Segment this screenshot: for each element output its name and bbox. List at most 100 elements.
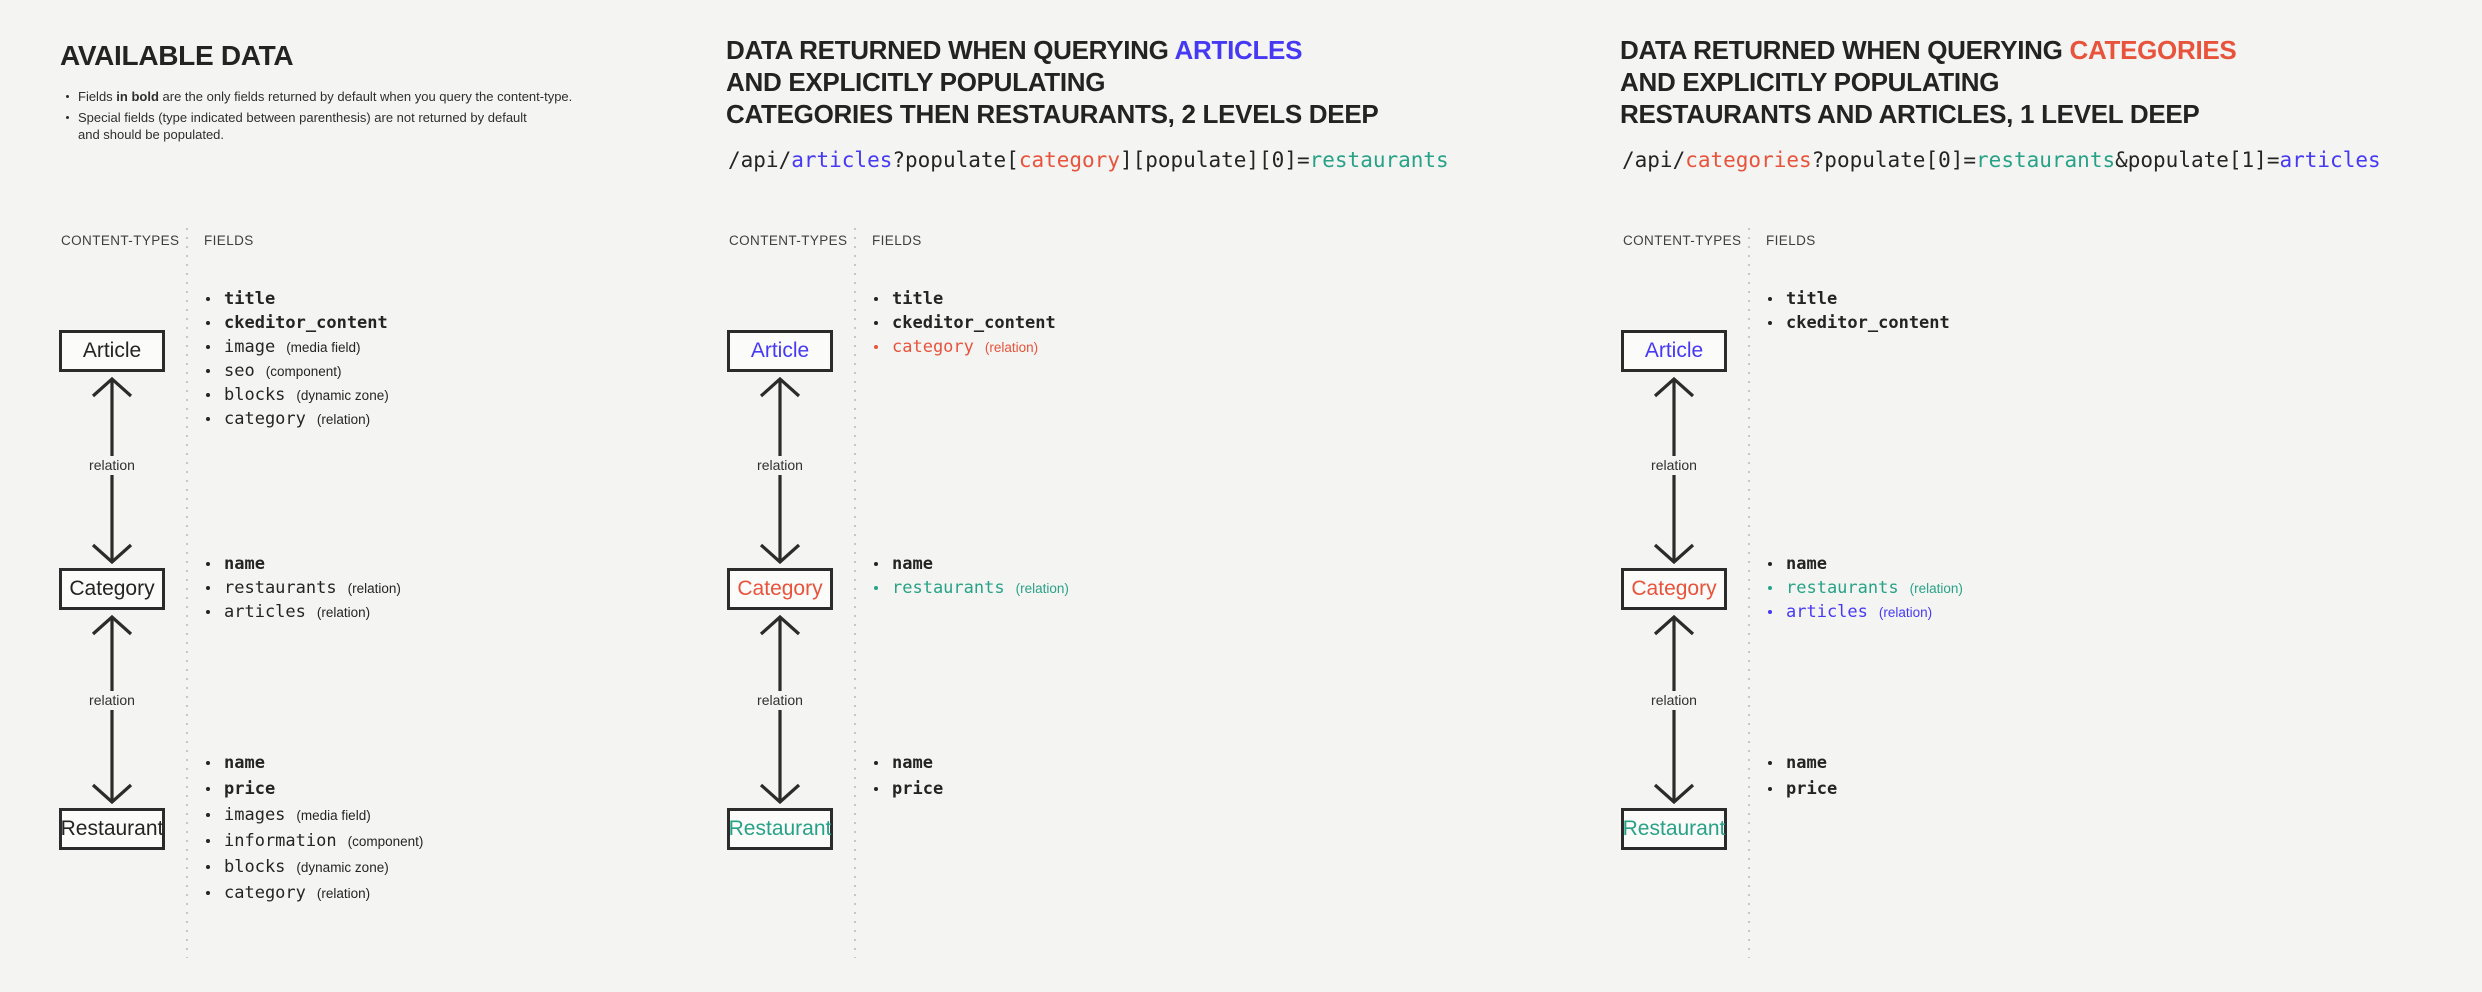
content-type-box-category: Category bbox=[59, 568, 165, 610]
code-segment: categories bbox=[1685, 148, 1812, 172]
field-type-note: (relation) bbox=[1878, 604, 1933, 620]
field-row: restaurants (relation) bbox=[206, 576, 401, 600]
bullet-icon bbox=[206, 787, 210, 791]
panel-title: DATA RETURNED WHEN QUERYING ARTICLES AND… bbox=[726, 34, 1379, 130]
content-type-box-restaurant: Restaurant bbox=[727, 808, 833, 850]
content-type-label: Category bbox=[737, 577, 823, 600]
accent-word: CATEGORIES bbox=[2069, 35, 2237, 65]
bullet-icon bbox=[206, 610, 210, 614]
column-label-content-types: CONTENT-TYPES bbox=[729, 233, 848, 248]
field-name: name bbox=[1786, 753, 1827, 773]
field-row: name bbox=[874, 750, 943, 776]
field-name: title bbox=[224, 289, 276, 309]
field-name: ckeditor_content bbox=[892, 313, 1056, 333]
bullet-icon bbox=[874, 345, 878, 349]
bullet-icon bbox=[1768, 586, 1772, 590]
content-type-box-category: Category bbox=[727, 568, 833, 610]
content-type-label: Article bbox=[1644, 339, 1704, 362]
content-type-label: Article bbox=[82, 339, 142, 362]
bullet-icon bbox=[206, 345, 210, 349]
panel-title-line: DATA RETURNED WHEN QUERYING ARTICLES bbox=[726, 35, 1303, 65]
field-type-note: (relation) bbox=[347, 580, 401, 596]
content-type-box-restaurant: Restaurant bbox=[59, 808, 165, 850]
note-bullet-icon bbox=[66, 95, 69, 98]
field-type-note: (component) bbox=[265, 363, 342, 379]
field-name: ckeditor_content bbox=[224, 313, 388, 333]
field-name: ckeditor_content bbox=[1786, 313, 1950, 333]
field-row: image(media field) bbox=[206, 335, 389, 359]
field-name: name bbox=[224, 554, 265, 574]
bullet-icon bbox=[1768, 297, 1772, 301]
bullet-icon bbox=[206, 761, 210, 765]
field-type-note: (relation) bbox=[316, 604, 371, 620]
content-type-box-article: Article bbox=[1621, 330, 1727, 372]
field-row: title bbox=[874, 287, 1056, 311]
bullet-icon bbox=[206, 865, 210, 869]
column-label-content-types: CONTENT-TYPES bbox=[1623, 233, 1742, 248]
bullet-icon bbox=[874, 297, 878, 301]
field-type-note: (relation) bbox=[1015, 580, 1069, 596]
content-type-label: Article bbox=[750, 339, 810, 362]
field-name: name bbox=[1786, 554, 1827, 574]
column-divider bbox=[854, 228, 856, 958]
legend-note-bold-fields: Fields in bold are the only fields retur… bbox=[66, 88, 572, 105]
field-row: information(component) bbox=[206, 828, 423, 854]
code-segment: /api/ bbox=[1622, 148, 1686, 172]
bullet-icon bbox=[1768, 562, 1772, 566]
content-type-box-restaurant: Restaurant bbox=[1621, 808, 1727, 850]
code-segment: restaurants bbox=[1976, 148, 2116, 172]
field-name: restaurants bbox=[224, 578, 337, 598]
relation-label: relation bbox=[72, 691, 152, 710]
panel-query-articles: DATA RETURNED WHEN QUERYING ARTICLES AND… bbox=[726, 0, 1612, 992]
code-segment: &populate[1]= bbox=[2115, 148, 2280, 172]
field-type-note: (dynamic zone) bbox=[296, 859, 389, 875]
panel-title-line: DATA RETURNED WHEN QUERYING CATEGORIES bbox=[1620, 35, 2237, 65]
api-endpoint-code: /api/articles?populate[category][populat… bbox=[728, 148, 1449, 172]
bullet-icon bbox=[206, 891, 210, 895]
content-type-box-category: Category bbox=[1621, 568, 1727, 610]
relation-label: relation bbox=[72, 456, 152, 475]
bullet-icon bbox=[206, 839, 210, 843]
field-row: articles(relation) bbox=[1768, 600, 1963, 624]
bullet-icon bbox=[206, 813, 210, 817]
field-row: ckeditor_content bbox=[206, 311, 389, 335]
field-row: category(relation) bbox=[206, 880, 423, 906]
field-type-note: (dynamic zone) bbox=[296, 387, 389, 403]
field-name: restaurants bbox=[1786, 578, 1899, 598]
panel-query-categories: DATA RETURNED WHEN QUERYING CATEGORIES A… bbox=[1620, 0, 2480, 992]
field-row: restaurants (relation) bbox=[874, 576, 1069, 600]
bullet-icon bbox=[206, 297, 210, 301]
relation-label: relation bbox=[740, 691, 820, 710]
field-row: name bbox=[206, 750, 423, 776]
content-type-label: Restaurant bbox=[1622, 817, 1726, 840]
field-row: title bbox=[206, 287, 389, 311]
field-name: price bbox=[1786, 779, 1838, 799]
panel-available-data: AVAILABLE DATA Fields in bold are the on… bbox=[58, 0, 720, 992]
field-row: title bbox=[1768, 287, 1950, 311]
field-row: category(relation) bbox=[206, 407, 389, 431]
api-endpoint-code: /api/categories?populate[0]=restaurants&… bbox=[1622, 148, 2381, 172]
field-name: name bbox=[892, 554, 933, 574]
field-name: image bbox=[224, 337, 276, 357]
field-name: restaurants bbox=[892, 578, 1005, 598]
column-divider bbox=[186, 228, 188, 958]
field-name: name bbox=[892, 753, 933, 773]
field-row: ckeditor_content bbox=[874, 311, 1056, 335]
bullet-icon bbox=[1768, 761, 1772, 765]
field-name: blocks bbox=[224, 857, 286, 877]
field-row: articles (relation) bbox=[206, 600, 401, 624]
bullet-icon bbox=[206, 586, 210, 590]
field-row: blocks(dynamic zone) bbox=[206, 383, 389, 407]
field-row: ckeditor_content bbox=[1768, 311, 1950, 335]
accent-word: ARTICLES bbox=[1174, 35, 1303, 65]
field-name: articles bbox=[224, 602, 306, 622]
code-segment: articles bbox=[791, 148, 893, 172]
field-row: restaurants(relation) bbox=[1768, 576, 1963, 600]
code-segment: articles bbox=[2279, 148, 2381, 172]
field-name: category bbox=[224, 883, 306, 903]
field-row: images(media field) bbox=[206, 802, 423, 828]
field-row: name bbox=[1768, 552, 1963, 576]
column-label-fields: FIELDS bbox=[1766, 233, 1816, 248]
panel-title: DATA RETURNED WHEN QUERYING CATEGORIES A… bbox=[1620, 34, 2237, 130]
